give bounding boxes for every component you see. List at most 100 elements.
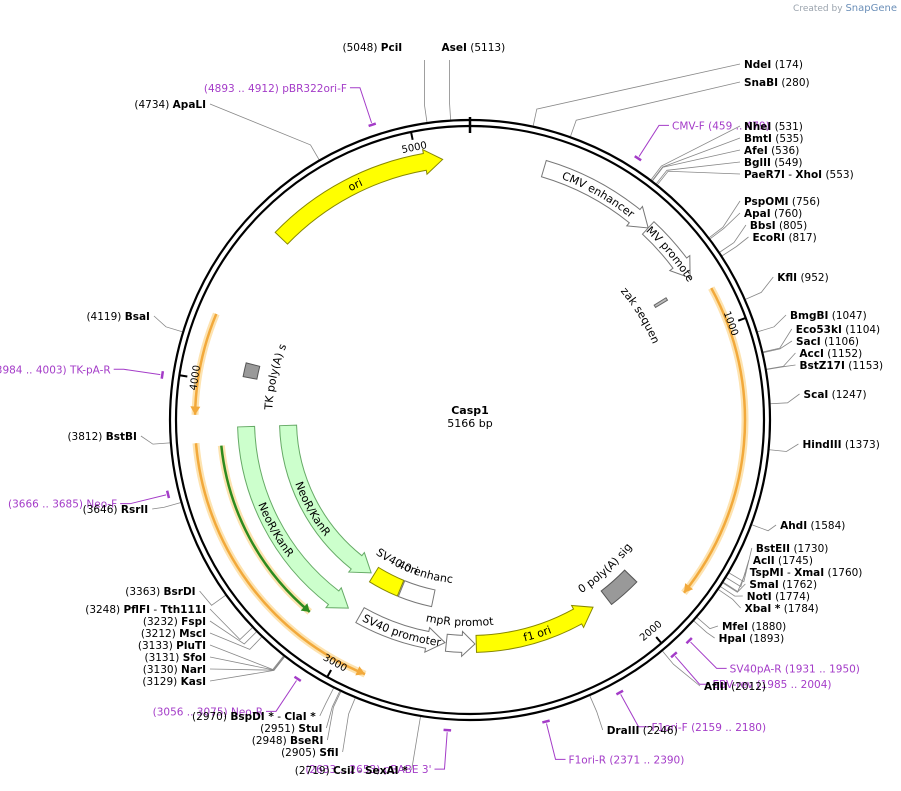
primer-neo-f[interactable]: (3666 .. 3685) Neo-F — [8, 499, 117, 511]
site-acci[interactable]: AccI (1152) — [799, 348, 862, 360]
site-acli[interactable]: AclI (1745) — [753, 555, 813, 567]
site-xbai[interactable]: XbaI * (1784) — [745, 603, 819, 615]
site-bstz17i[interactable]: BstZ17I (1153) — [799, 360, 883, 372]
site-eco53ki[interactable]: Eco53kI (1104) — [796, 324, 880, 336]
feature-label-neor-kanr: NeoR/KanR — [255, 500, 296, 559]
primer-neo-r[interactable]: (3056 .. 3075) Neo-R — [153, 706, 263, 718]
site-saci[interactable]: SacI (1106) — [796, 336, 859, 348]
site-snabi[interactable]: SnaBI (280) — [744, 77, 810, 89]
site-hindiii[interactable]: HindIII (1373) — [802, 439, 879, 451]
site-leader — [726, 559, 750, 588]
site-paer7i[interactable]: PaeR7I - XhoI (553) — [744, 169, 854, 181]
primer-sv40pa-r[interactable]: SV40pA-R (1931 .. 1950) — [730, 663, 860, 675]
primer-mark — [634, 155, 642, 162]
snapgene-credit: Created by SnapGene — [793, 3, 897, 14]
site-leader — [745, 276, 774, 300]
site-mfei[interactable]: MfeI (1880) — [722, 621, 786, 633]
site-nhei[interactable]: NheI (531) — [744, 121, 803, 133]
site-stui[interactable]: (2951) StuI — [260, 723, 322, 735]
site-noti[interactable]: NotI (1774) — [747, 591, 810, 603]
site-kasi[interactable]: (3129) KasI — [142, 676, 206, 688]
site-sfii[interactable]: (2905) SfiI — [281, 747, 339, 759]
site-bspdi[interactable]: (2970) BspDI * - ClaI * — [192, 711, 316, 723]
site-msci[interactable]: (3212) MscI — [141, 628, 206, 640]
site-bglii[interactable]: BglII (549) — [744, 157, 803, 169]
feature-ori[interactable] — [274, 148, 444, 245]
site-scai[interactable]: ScaI (1247) — [804, 389, 867, 401]
site-aflii[interactable]: AflII (2012) — [704, 681, 766, 693]
site-bseri[interactable]: (2948) BseRI — [252, 735, 324, 747]
feature-ampr-promoter[interactable] — [444, 630, 476, 658]
site-apali[interactable]: (4734) ApaLI — [134, 99, 206, 111]
site-leader — [650, 125, 741, 180]
primer-pbr322ori-f[interactable]: (4893 .. 4912) pBR322ori-F — [204, 83, 347, 95]
site-leader — [532, 63, 741, 126]
site-leader — [693, 620, 715, 639]
primer-f1ori-r[interactable]: F1ori-R (2371 .. 2390) — [569, 754, 685, 766]
feature-hsv-tk-poly-a-signal[interactable] — [242, 362, 261, 380]
site-hpai[interactable]: HpaI (1893) — [719, 633, 785, 645]
site-kfli[interactable]: KflI (952) — [777, 272, 828, 284]
site-leader — [656, 161, 741, 184]
feature-label-cmv-enhancer: CMV enhancer — [560, 169, 637, 220]
site-pluti[interactable]: (3133) PluTI — [138, 640, 206, 652]
site-fspi[interactable]: (3232) FspI — [143, 616, 206, 628]
site-apai[interactable]: ApaI (760) — [744, 208, 802, 220]
primer-mark — [443, 728, 452, 732]
feature-cmv-promoter[interactable] — [641, 221, 691, 279]
credit-prefix: Created by — [793, 4, 843, 14]
site-leader — [140, 435, 170, 445]
site-labels: NdeI (174) SnaBI (280) NheI (531)BmtI (535… — [67, 42, 883, 777]
primer-pbabe-3[interactable]: (2633 .. 2653) pBABE 3' — [305, 764, 431, 776]
site-smai[interactable]: SmaI (1762) — [749, 579, 817, 591]
site-draiii[interactable]: DraIII (2246) — [607, 725, 678, 737]
orf-arc — [220, 445, 311, 613]
primer-cmv-f[interactable]: CMV-F (459 .. 479) — [672, 120, 770, 132]
feature-neor-kanr[interactable] — [237, 425, 350, 609]
primer-tk-pa-r[interactable]: (3984 .. 4003) TK-pA-R — [0, 364, 111, 376]
feature-kozak-sequence[interactable] — [653, 297, 669, 309]
site-nari[interactable]: (3130) NarI — [143, 664, 206, 676]
orf-arc — [194, 443, 366, 676]
site-asei[interactable]: AseI (5113) — [442, 42, 506, 54]
site-ndei[interactable]: NdeI (174) — [744, 59, 803, 71]
site-bsai[interactable]: (4119) BsaI — [86, 311, 150, 323]
feature-sv40-ori[interactable] — [368, 566, 405, 597]
site-leader — [652, 149, 741, 181]
site-leader — [209, 644, 284, 670]
site-bmgbi[interactable]: BmgBI (1047) — [790, 310, 867, 322]
site-bstbi[interactable]: (3812) BstBI — [67, 431, 136, 443]
feature-sv40-poly-a-signal[interactable] — [600, 569, 638, 606]
feature-sv40-promoter[interactable] — [355, 607, 446, 654]
site-leader — [719, 224, 747, 253]
site-leader — [209, 632, 262, 650]
primer-mark — [615, 689, 624, 696]
site-pflfi[interactable]: (3248) PflFI - Tth111I — [85, 604, 206, 616]
ruler-tick — [410, 131, 414, 141]
site-ahdi[interactable]: AhdI (1584) — [780, 520, 845, 532]
site-bbsi[interactable]: BbsI (805) — [750, 220, 807, 232]
feature-cmv-enhancer[interactable] — [540, 159, 649, 229]
feature-neor-kanr[interactable] — [279, 424, 372, 574]
site-rsrii[interactable]: (3646) RsrII — [83, 504, 149, 516]
site-pspomi[interactable]: PspOMI (756) — [744, 196, 820, 208]
site-leader — [752, 524, 777, 532]
site-leader — [411, 716, 421, 771]
site-pcii[interactable]: (5048) PciI — [343, 42, 403, 54]
primer-leader — [266, 680, 297, 712]
feature-f1-ori[interactable] — [475, 604, 594, 653]
site-csii[interactable]: (2719) CsiI - SexAI * — [295, 765, 408, 777]
site-afei[interactable]: AfeI (536) — [744, 145, 799, 157]
site-ecori[interactable]: EcoRI (817) — [752, 232, 816, 244]
site-bmti[interactable]: BmtI (535) — [744, 133, 803, 145]
site-sfoi[interactable]: (3131) SfoI — [144, 652, 206, 664]
site-bsrdi[interactable]: (3363) BsrDI — [125, 586, 195, 598]
primer-leader — [638, 124, 669, 157]
site-leader — [709, 200, 741, 238]
feature-sv40-enhancer[interactable] — [397, 580, 436, 608]
site-bsteii[interactable]: BstEII (1730) — [756, 543, 829, 555]
primer-f1ori-f[interactable]: F1ori-F (2159 .. 2180) — [652, 722, 767, 734]
site-tspmi[interactable]: TspMI - XmaI (1760) — [750, 567, 863, 579]
site-leaders — [140, 60, 800, 771]
primer-ebv-rev[interactable]: EBV-rev (1985 .. 2004) — [713, 679, 832, 691]
